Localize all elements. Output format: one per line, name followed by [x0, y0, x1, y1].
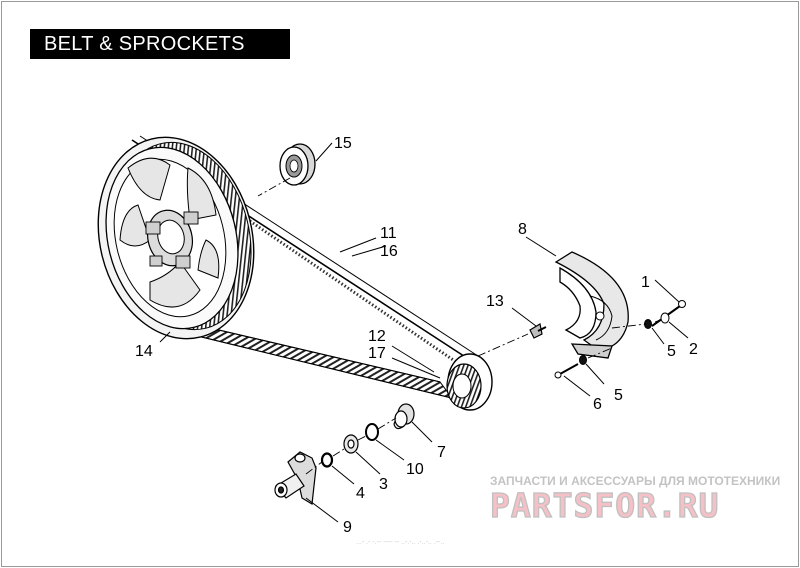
footer-faint-text: ...- .- -.-- ---- -- ..-.-.. .-..-.. .--… [356, 539, 444, 546]
callout-12: 12 [368, 328, 386, 345]
watermark-tagline: ЗАПЧАСТИ И АКСЕССУАРЫ ДЛЯ МОТОТЕХНИКИ [490, 474, 780, 488]
callout-11: 11 [380, 225, 397, 242]
axle-adjuster [274, 451, 317, 505]
callout-4: 4 [356, 485, 365, 502]
callout-13: 13 [486, 293, 504, 310]
callout-3: 3 [379, 476, 388, 493]
guard-screw-lower [554, 363, 579, 379]
belt-guard [554, 251, 629, 359]
callout-5-upper: 5 [667, 343, 676, 360]
wheel-bearing [279, 143, 316, 186]
sprocket-bolt [529, 323, 547, 339]
transmission-sprocket [446, 353, 493, 411]
callout-14: 14 [135, 343, 153, 360]
callout-17: 17 [368, 345, 386, 362]
callout-2: 2 [689, 341, 698, 358]
rear-sprocket [97, 136, 255, 340]
watermark-brand: PARTSFOR.RU [490, 486, 720, 525]
diagram-title: BELT & SPROCKETS [30, 29, 290, 59]
o-ring [320, 452, 334, 468]
lock-washer-5-lower [579, 355, 587, 365]
callout-1: 1 [641, 274, 650, 291]
thrust-washer [343, 434, 359, 454]
flat-washer-2 [660, 312, 670, 324]
leader-lines [159, 142, 689, 523]
callout-6: 6 [593, 396, 602, 413]
callout-16: 16 [380, 243, 398, 260]
callout-5-lower: 5 [614, 387, 623, 404]
callout-9: 9 [343, 519, 352, 536]
callout-7: 7 [437, 444, 446, 461]
callout-10: 10 [406, 461, 424, 478]
assembly-centerlines [257, 177, 661, 475]
callout-15: 15 [334, 135, 352, 152]
retaining-ring [365, 423, 379, 441]
hub-sleeve [393, 403, 415, 430]
guard-screw-upper [651, 300, 686, 327]
callout-8: 8 [518, 221, 527, 238]
